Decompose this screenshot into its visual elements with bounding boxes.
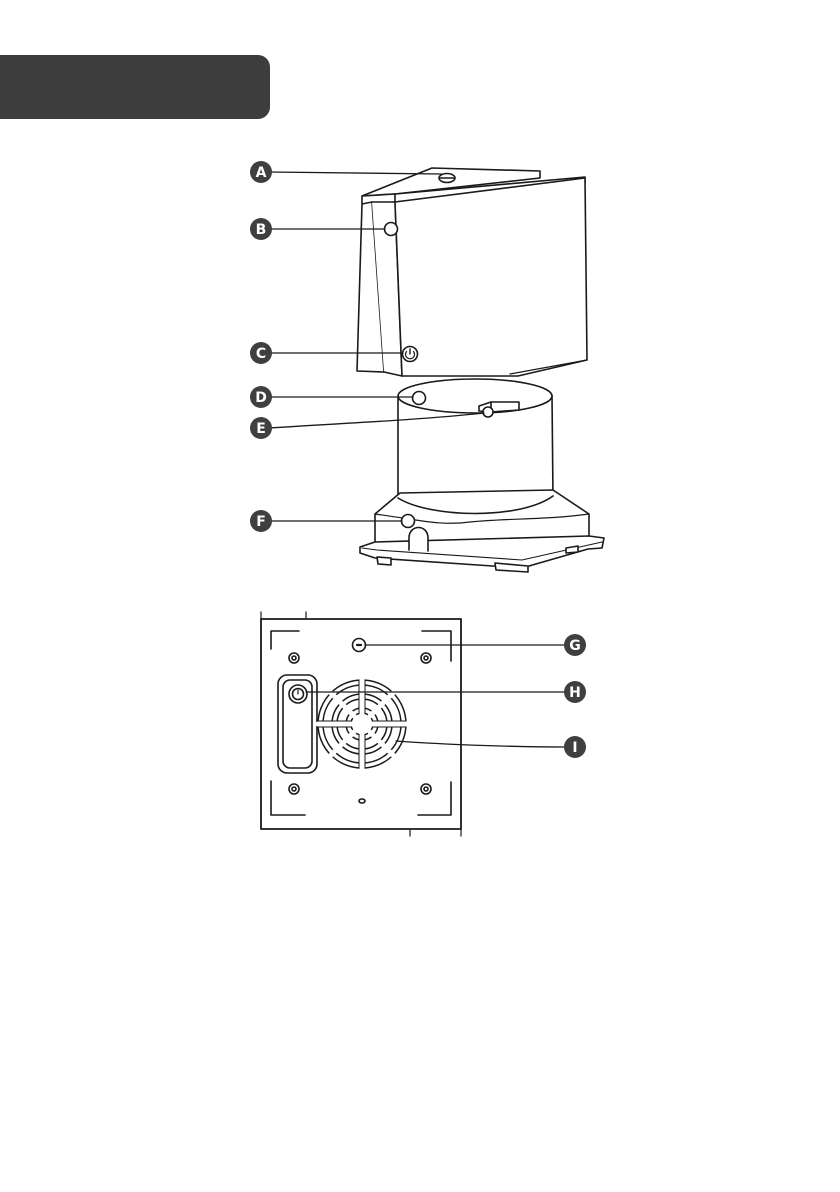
svg-text:G: G bbox=[569, 638, 581, 654]
callout-h: H bbox=[564, 681, 586, 703]
callout-d: D bbox=[250, 386, 272, 408]
svg-text:B: B bbox=[256, 222, 267, 238]
svg-text:F: F bbox=[256, 514, 266, 530]
tank-cover-illustration bbox=[357, 168, 587, 376]
base-illustration bbox=[360, 379, 604, 572]
svg-text:E: E bbox=[256, 421, 266, 437]
callout-c: C bbox=[250, 342, 272, 364]
callout-a: A bbox=[250, 161, 272, 183]
callout-e: E bbox=[250, 417, 272, 439]
callout-b: B bbox=[250, 218, 272, 240]
svg-text:A: A bbox=[256, 165, 267, 181]
callout-i: I bbox=[564, 736, 586, 758]
svg-text:I: I bbox=[572, 740, 577, 756]
callout-f: F bbox=[250, 510, 272, 532]
callout-g: G bbox=[564, 634, 586, 656]
svg-text:H: H bbox=[569, 685, 581, 701]
svg-text:C: C bbox=[256, 346, 266, 362]
svg-text:D: D bbox=[255, 390, 267, 406]
